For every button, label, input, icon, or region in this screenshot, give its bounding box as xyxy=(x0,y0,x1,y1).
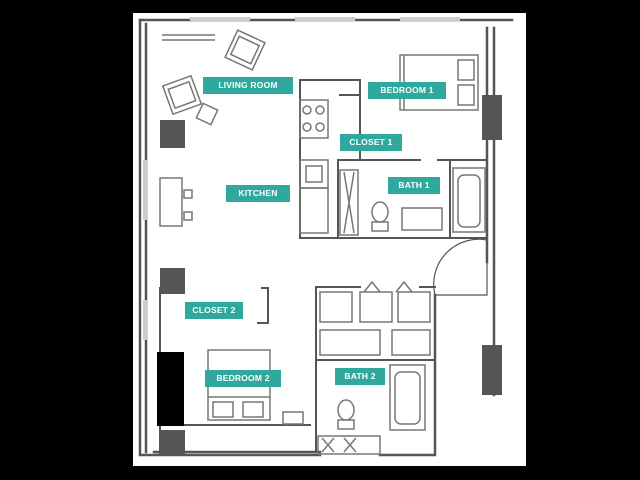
window-shelf xyxy=(162,34,215,41)
armchair-top xyxy=(224,29,266,71)
room-label-bath-1: BATH 1 xyxy=(388,177,440,194)
room-label-bath-2: BATH 2 xyxy=(335,368,385,385)
room-label-closet-1: CLOSET 1 xyxy=(340,134,402,151)
room-label-bedroom-1: BEDROOM 1 xyxy=(368,82,446,99)
door-swing xyxy=(433,238,488,296)
columns xyxy=(160,95,502,454)
room-label-living-room: LIVING ROOM xyxy=(203,77,293,94)
room-label-closet-2: CLOSET 2 xyxy=(185,302,243,319)
side-table xyxy=(195,102,219,126)
bath-2-counter xyxy=(319,329,381,356)
storage-cabinet xyxy=(397,291,431,323)
room-label-bedroom-2: BEDROOM 2 xyxy=(205,370,281,387)
bathtub-1 xyxy=(452,167,486,233)
toilet-2 xyxy=(337,399,355,430)
dining-table xyxy=(159,177,193,227)
closet-1-shelving xyxy=(339,169,359,236)
column-west-lower xyxy=(160,268,185,294)
washer xyxy=(319,291,353,323)
nightstand xyxy=(282,411,304,425)
column-east-lower xyxy=(482,345,502,395)
dryer xyxy=(359,291,393,323)
armchair-left xyxy=(161,74,203,116)
room-label-kitchen: KITCHEN xyxy=(226,185,290,202)
toilet-1 xyxy=(371,201,389,232)
dark-wall-panel xyxy=(157,352,184,426)
vanity-1 xyxy=(401,207,443,231)
entry-door-threshold xyxy=(317,435,381,455)
window-segments xyxy=(143,17,460,340)
floor-plan-sheet xyxy=(133,13,526,466)
closet-doors xyxy=(363,280,413,293)
bathtub-2 xyxy=(389,364,426,431)
column-south-west xyxy=(160,430,185,454)
column-east-upper xyxy=(482,95,502,140)
interior-walls xyxy=(159,79,488,456)
refrigerator xyxy=(299,187,329,234)
column-west-upper xyxy=(160,120,185,148)
sink xyxy=(299,159,329,189)
stove xyxy=(299,99,329,139)
